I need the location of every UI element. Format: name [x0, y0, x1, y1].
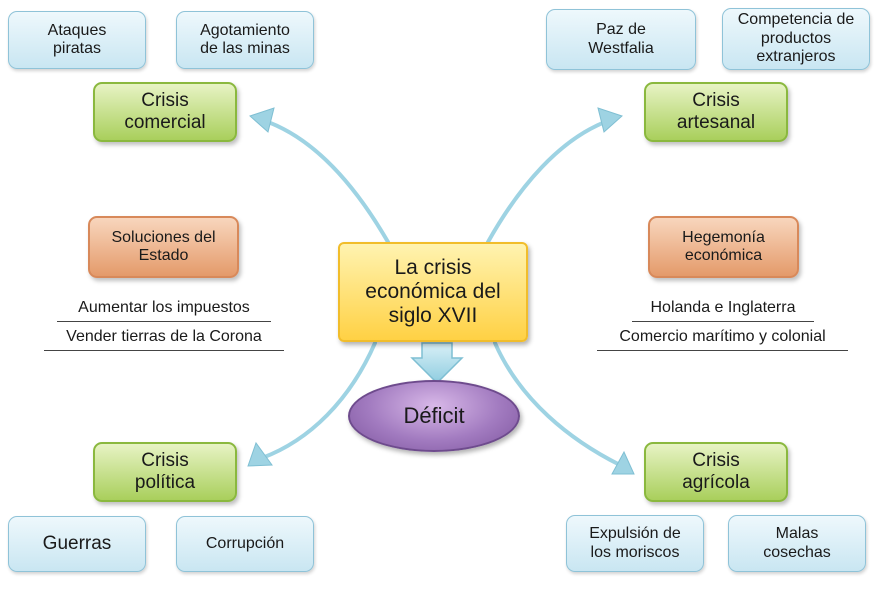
crisis-artesanal: Crisis artesanal [644, 82, 788, 142]
crisis-comercial: Crisis comercial [93, 82, 237, 142]
arrow-down-to-deficit [410, 342, 464, 385]
crisis-agricola: Crisis agrícola [644, 442, 788, 502]
arrowhead-artesanal [597, 107, 623, 133]
central-topic: La crisis económica del siglo XVII [338, 242, 528, 342]
cause-competencia-extranjera: Competencia de productos extranjeros [722, 8, 870, 70]
cause-guerras: Guerras [8, 516, 146, 572]
arrowhead-politica [247, 441, 273, 467]
arrow-to-crisis-agricola [493, 341, 622, 467]
arrow-to-crisis-politica [260, 341, 377, 460]
hegemony-item-comercio: Comercio marítimo y colonial [597, 324, 848, 351]
hegemony-item-holanda-inglaterra: Holanda e Inglaterra [632, 295, 814, 322]
cause-expulsion-moriscos: Expulsión de los moriscos [566, 515, 704, 572]
arrowhead-comercial [249, 107, 275, 133]
soluciones-estado-heading: Soluciones del Estado [88, 216, 239, 278]
cause-paz-westfalia: Paz de Westfalia [546, 9, 696, 70]
arrow-to-crisis-comercial [266, 120, 390, 244]
arrowhead-agricola [611, 450, 635, 475]
hegemonia-economica-heading: Hegemonía económica [648, 216, 799, 278]
cause-corrupcion: Corrupción [176, 516, 314, 572]
solution-item-impuestos: Aumentar los impuestos [57, 295, 271, 322]
arrow-to-crisis-artesanal [486, 120, 607, 244]
cause-agotamiento-minas: Agotamiento de las minas [176, 11, 314, 69]
deficit-ellipse: Déficit [348, 380, 520, 452]
crisis-politica: Crisis política [93, 442, 237, 502]
cause-ataques-piratas: Ataques piratas [8, 11, 146, 69]
cause-malas-cosechas: Malas cosechas [728, 515, 866, 572]
solution-item-vender-tierras: Vender tierras de la Corona [44, 324, 284, 351]
